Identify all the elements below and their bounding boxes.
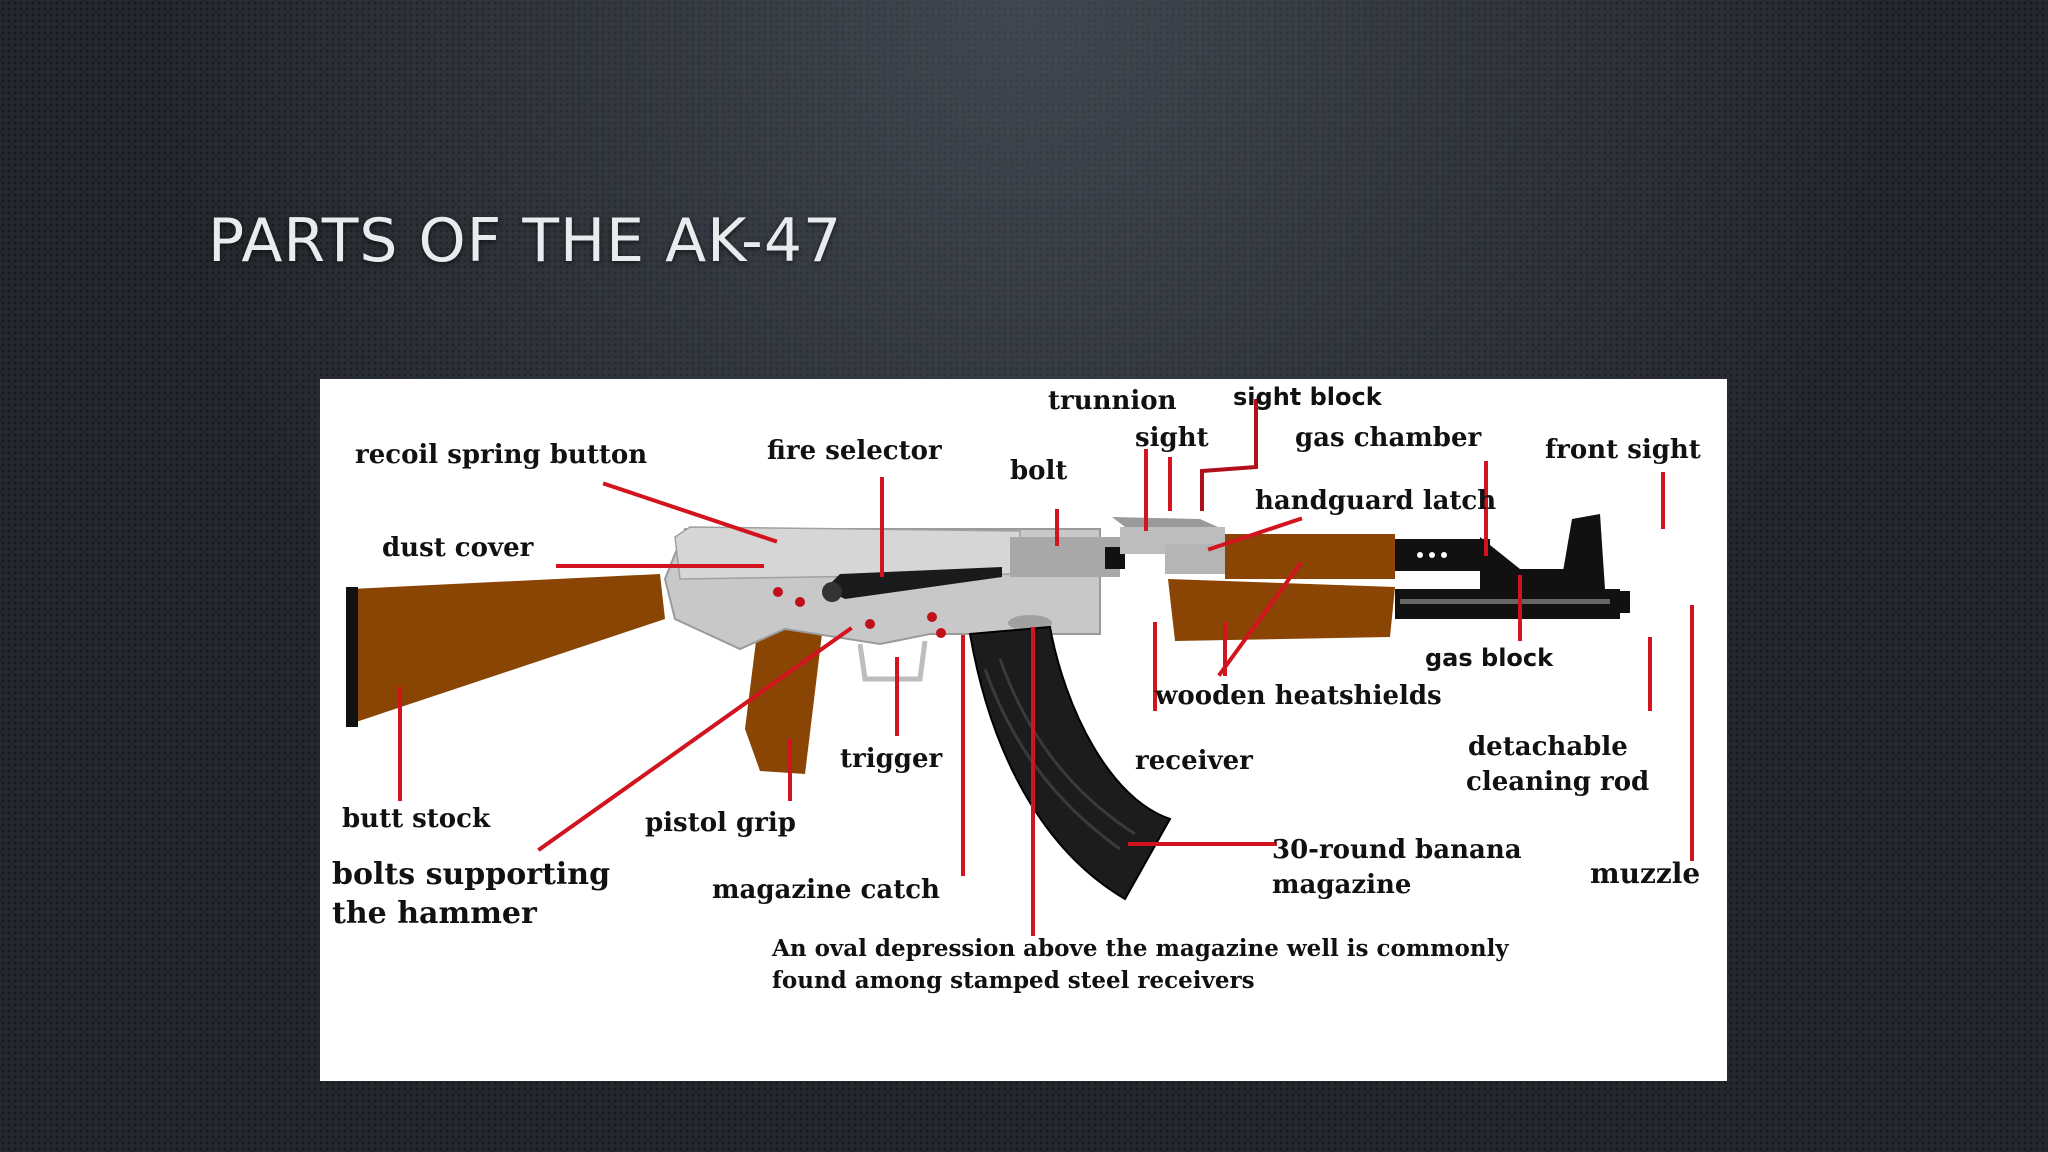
slide-title: PARTS OF THE AK-47 <box>208 206 843 276</box>
label-sight: sight <box>1135 423 1209 453</box>
label-muzzle: muzzle <box>1590 857 1700 890</box>
magazine-shape <box>968 625 1172 901</box>
pin-5 <box>936 628 946 638</box>
upper-handguard-shape <box>1225 534 1395 579</box>
label-recoil-spring-button: recoil spring button <box>355 440 647 470</box>
label-receiver: receiver <box>1135 746 1253 776</box>
label-handguard-latch: handguard latch <box>1255 486 1496 516</box>
label-trigger: trigger <box>840 744 942 774</box>
label-front-sight: front sight <box>1545 435 1701 465</box>
label-detachable-cleaning-rod-2: cleaning rod <box>1466 767 1649 797</box>
butt-plate <box>346 587 358 727</box>
pin-1 <box>773 587 783 597</box>
label-bolts-supporting-hammer-2: the hammer <box>332 896 538 931</box>
label-fire-selector: fire selector <box>767 436 942 466</box>
label-magazine-1: 30-round banana <box>1272 835 1522 865</box>
label-trunnion: trunnion <box>1048 386 1177 416</box>
trigger-guard-shape <box>857 640 928 682</box>
fire-selector-shape <box>825 567 1002 599</box>
label-dust-cover: dust cover <box>382 533 534 563</box>
label-magazine-2: magazine <box>1272 870 1411 900</box>
label-sight-block: sight block <box>1233 383 1383 411</box>
label-gas-chamber: gas chamber <box>1295 423 1482 453</box>
ak47-illustration: trunnion sight block sight gas chamber r… <box>332 383 1701 994</box>
label-bolts-supporting-hammer-1: bolts supporting <box>332 857 610 892</box>
label-pistol-grip: pistol grip <box>645 808 796 838</box>
note-line-2: found among stamped steel receivers <box>772 967 1255 994</box>
bolt-carrier-shape <box>1010 537 1120 577</box>
pin-2 <box>795 597 805 607</box>
muzzle-shape <box>1610 591 1630 613</box>
label-magazine-catch: magazine catch <box>712 875 940 905</box>
note-line-1: An oval depression above the magazine we… <box>771 935 1509 962</box>
pistol-grip-shape <box>745 609 825 774</box>
label-detachable-cleaning-rod-1: detachable <box>1468 732 1628 762</box>
ak47-diagram: trunnion sight block sight gas chamber r… <box>320 379 1727 1081</box>
pin-3 <box>865 619 875 629</box>
label-butt-stock: butt stock <box>342 804 491 834</box>
rear-sight-leaf <box>1112 517 1218 527</box>
label-bolt: bolt <box>1010 456 1067 486</box>
front-sight-shape <box>1560 514 1605 589</box>
label-wooden-heatshields: wooden heatshields <box>1154 681 1442 711</box>
butt-stock-shape <box>350 574 665 724</box>
label-gas-block: gas block <box>1425 644 1554 672</box>
selector-pivot <box>822 582 842 602</box>
pin-4 <box>927 612 937 622</box>
